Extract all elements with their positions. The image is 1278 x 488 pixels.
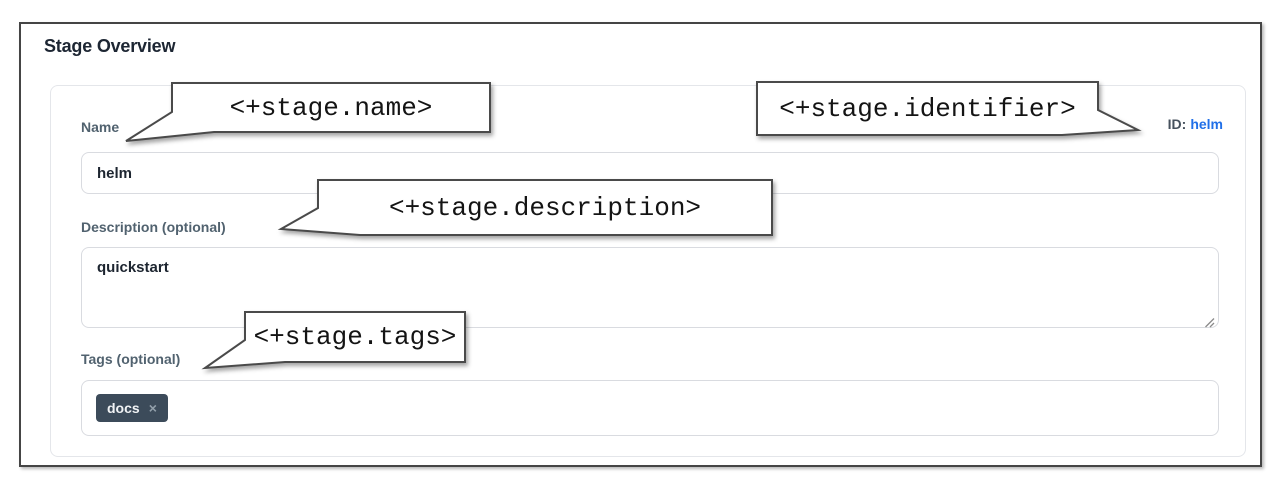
stage-overview-card: Name ID:helm Description (optional) quic… bbox=[50, 85, 1246, 457]
name-input[interactable] bbox=[81, 152, 1219, 194]
id-value-link[interactable]: helm bbox=[1190, 116, 1223, 132]
tag-chip: docs × bbox=[96, 394, 168, 422]
name-label: Name bbox=[81, 119, 120, 135]
stage-id: ID:helm bbox=[1168, 116, 1223, 132]
page-title: Stage Overview bbox=[44, 36, 176, 56]
description-textarea[interactable]: quickstart bbox=[81, 247, 1219, 328]
tag-chip-label: docs bbox=[107, 400, 140, 416]
tag-remove-icon[interactable]: × bbox=[148, 400, 157, 416]
id-label: ID: bbox=[1167, 116, 1187, 132]
textarea-resize-handle-icon[interactable] bbox=[1203, 315, 1215, 328]
description-label: Description (optional) bbox=[81, 219, 226, 235]
tags-input[interactable]: docs × bbox=[81, 380, 1219, 436]
tags-label: Tags (optional) bbox=[81, 351, 181, 367]
